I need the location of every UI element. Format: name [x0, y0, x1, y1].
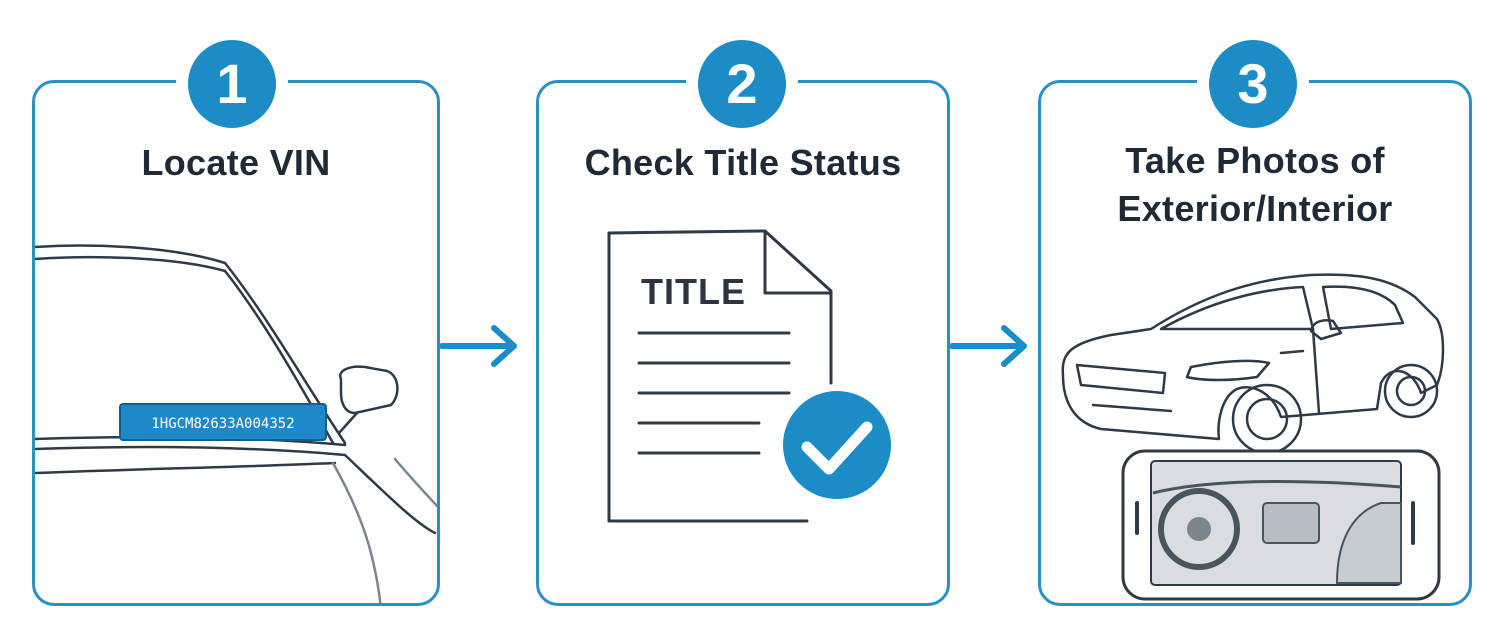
phone-icon	[1121, 449, 1441, 601]
car-icon	[1061, 273, 1445, 601]
vin-plate: 1HGCM82633A004352	[119, 403, 327, 441]
step-2-title: Check Title Status	[584, 142, 902, 183]
step-number-1: 1	[176, 28, 288, 140]
step-number-2: 2	[686, 28, 798, 140]
arrow-right-icon	[440, 325, 517, 367]
check-circle-icon	[777, 385, 897, 505]
step-number-3: 3	[1197, 28, 1309, 140]
step-3-title-line1: Take Photos of	[1125, 140, 1385, 181]
arrow-right-icon	[950, 325, 1027, 367]
windshield-icon	[35, 244, 437, 603]
step-3-title: Take Photos of Exterior/Interior	[1041, 137, 1469, 233]
step-3-title-line2: Exterior/Interior	[1117, 188, 1393, 229]
step-card-3: Take Photos of Exterior/Interior	[1038, 80, 1472, 606]
document-icon	[607, 229, 897, 523]
step-card-2: Check Title Status TITLE	[536, 80, 950, 606]
step-1-title: Locate VIN	[141, 142, 331, 183]
document-title-label: TITLE	[641, 271, 746, 312]
step-card-1: Locate VIN 1HGCM82633A004352	[32, 80, 440, 606]
